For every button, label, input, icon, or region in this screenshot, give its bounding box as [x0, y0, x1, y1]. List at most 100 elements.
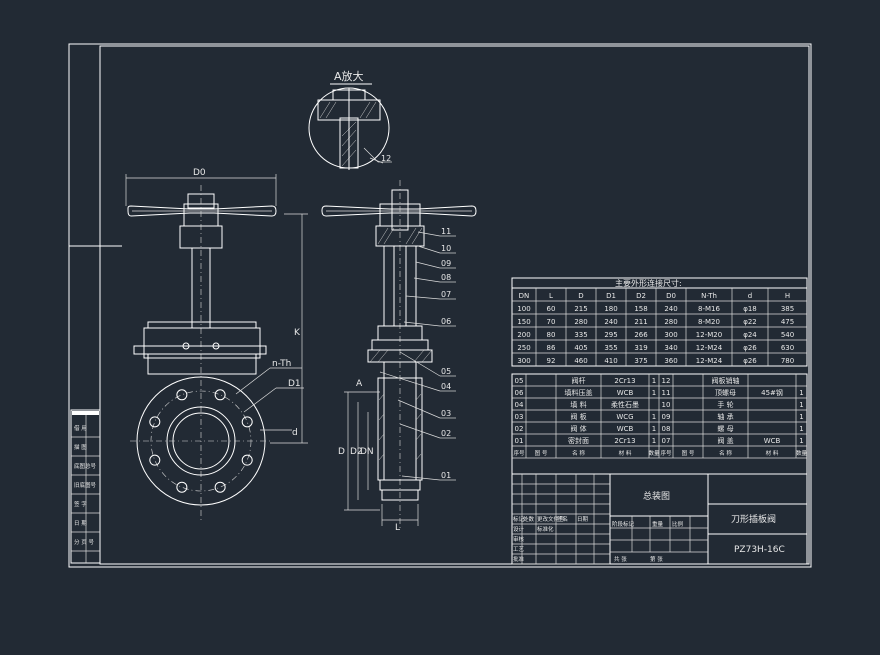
title-block-label: 共 张 — [614, 555, 627, 563]
parts-header: 材 料 — [766, 449, 779, 457]
dim-table-cell: 158 — [634, 305, 647, 313]
parts-cell: 1 — [799, 437, 803, 445]
bolt-hole — [149, 416, 161, 428]
bolt-hole — [176, 481, 188, 493]
bolt-hole — [176, 389, 188, 401]
side-strip-label: 描 图 — [74, 443, 87, 451]
parts-cell: 1 — [652, 377, 656, 385]
parts-cell: 1 — [652, 389, 656, 397]
drawing-number: PZ73H-16C — [734, 545, 785, 555]
side-strip-label: 旧底图号 — [74, 481, 97, 489]
dim-table-header: D1 — [606, 292, 616, 300]
title-block-label: 第 张 — [650, 555, 663, 563]
bolt-hole — [214, 481, 226, 493]
dim-table-cell: 475 — [781, 318, 794, 326]
dim-table-cell: 319 — [634, 344, 647, 352]
parts-header: 数量 — [796, 449, 808, 457]
dim-table-cell: φ24 — [743, 331, 757, 339]
dim-table-cell: φ18 — [743, 305, 757, 313]
product-name: 刀形插板阀 — [731, 513, 776, 525]
title-block-label: 标记 — [513, 515, 525, 523]
parts-cell: 1 — [652, 437, 656, 445]
parts-header: 图 号 — [535, 449, 548, 457]
parts-cell: 柔性石墨 — [611, 400, 639, 409]
parts-cell: 阀 体 — [570, 424, 586, 433]
bolt-hole — [149, 454, 161, 466]
part-callout-02: 02 — [441, 429, 451, 438]
dim-table-cell: 375 — [634, 357, 647, 365]
part-callout-03: 03 — [441, 409, 451, 418]
part-callout-05: 05 — [441, 367, 451, 376]
parts-cell: 顶螺母 — [715, 388, 736, 397]
dim-d1: D1 — [288, 379, 301, 389]
parts-cell: 01 — [515, 437, 524, 445]
side-strip-label: 日 期 — [74, 520, 87, 527]
part-callout-10: 10 — [441, 244, 451, 253]
dim-table-header: D2 — [636, 292, 646, 300]
parts-cell: 02 — [515, 425, 524, 433]
parts-cell: 手 轮 — [717, 400, 733, 409]
parts-cell: 09 — [662, 413, 671, 421]
dim-table-cell: 200 — [517, 331, 530, 339]
enlarged-view-a: A放大 — [308, 69, 392, 170]
dim-table-cell: 70 — [547, 318, 556, 326]
dim-table-header: d — [748, 292, 752, 300]
dim-table-cell: 280 — [664, 318, 677, 326]
dim-table-cell: 12-M20 — [696, 331, 722, 339]
dim-table-cell: 86 — [547, 344, 556, 352]
front-view: D0 K n-Th D1 d — [125, 168, 308, 520]
side-strip-label: 底图总号 — [74, 462, 97, 470]
view-marker-a: A — [356, 379, 363, 389]
dim-table-cell: 340 — [664, 344, 677, 352]
parts-cell: 1 — [799, 389, 803, 397]
title-block-label: 比例 — [672, 520, 684, 528]
parts-cell: WCG — [616, 413, 633, 421]
dim-table-cell: φ26 — [743, 357, 757, 365]
title-block-label: 处数 — [523, 515, 535, 523]
title-block-label: 工艺 — [513, 546, 525, 553]
parts-cell: 阀杆 — [572, 376, 586, 385]
parts-cell: 1 — [799, 401, 803, 409]
parts-header: 序号 — [513, 449, 525, 457]
parts-cell: 10 — [662, 401, 671, 409]
parts-cell: 03 — [515, 413, 524, 421]
parts-cell: 04 — [515, 401, 524, 409]
dim-table-cell: 240 — [604, 318, 617, 326]
side-strip-label: 分 页 号 — [74, 538, 94, 546]
dim-table-cell: 780 — [781, 357, 794, 365]
dim-table-cell: 80 — [547, 331, 556, 339]
dim-d0: D0 — [193, 168, 206, 178]
parts-cell: 密封面 — [568, 436, 589, 445]
dim-side-dn: DN — [360, 447, 374, 457]
parts-header: 名 称 — [719, 449, 732, 457]
title-block-label: 日期 — [577, 516, 589, 523]
part-callout-09: 09 — [441, 259, 451, 268]
parts-cell: 阀 板 — [570, 412, 586, 421]
dim-table-cell: 295 — [604, 331, 617, 339]
dim-table-header: H — [785, 292, 790, 300]
parts-cell: 1 — [652, 425, 656, 433]
dim-table-cell: φ22 — [743, 318, 757, 326]
dim-table-cell: 92 — [547, 357, 556, 365]
dim-table-cell: 8-M16 — [698, 305, 720, 313]
parts-cell: 08 — [662, 425, 671, 433]
parts-cell: 1 — [799, 425, 803, 433]
parts-cell: 11 — [662, 389, 671, 397]
parts-header: 名 称 — [572, 449, 585, 457]
side-strip-label: 签 字 — [74, 500, 87, 508]
outer-frame — [68, 43, 812, 568]
part-callout-01: 01 — [441, 471, 451, 480]
parts-header: 序号 — [660, 449, 672, 457]
dim-table-cell: 540 — [781, 331, 794, 339]
dim-table-cell: 100 — [517, 305, 530, 313]
dim-table-cell: 12-M24 — [696, 344, 723, 352]
dim-table-cell: 180 — [604, 305, 617, 313]
dim-table-cell: 385 — [781, 305, 794, 313]
title-block-label: 批准 — [513, 555, 525, 563]
dim-side-d2: D2 — [350, 447, 363, 457]
title-block-label: 签名 — [557, 515, 568, 523]
part-callout-11: 11 — [441, 227, 451, 236]
